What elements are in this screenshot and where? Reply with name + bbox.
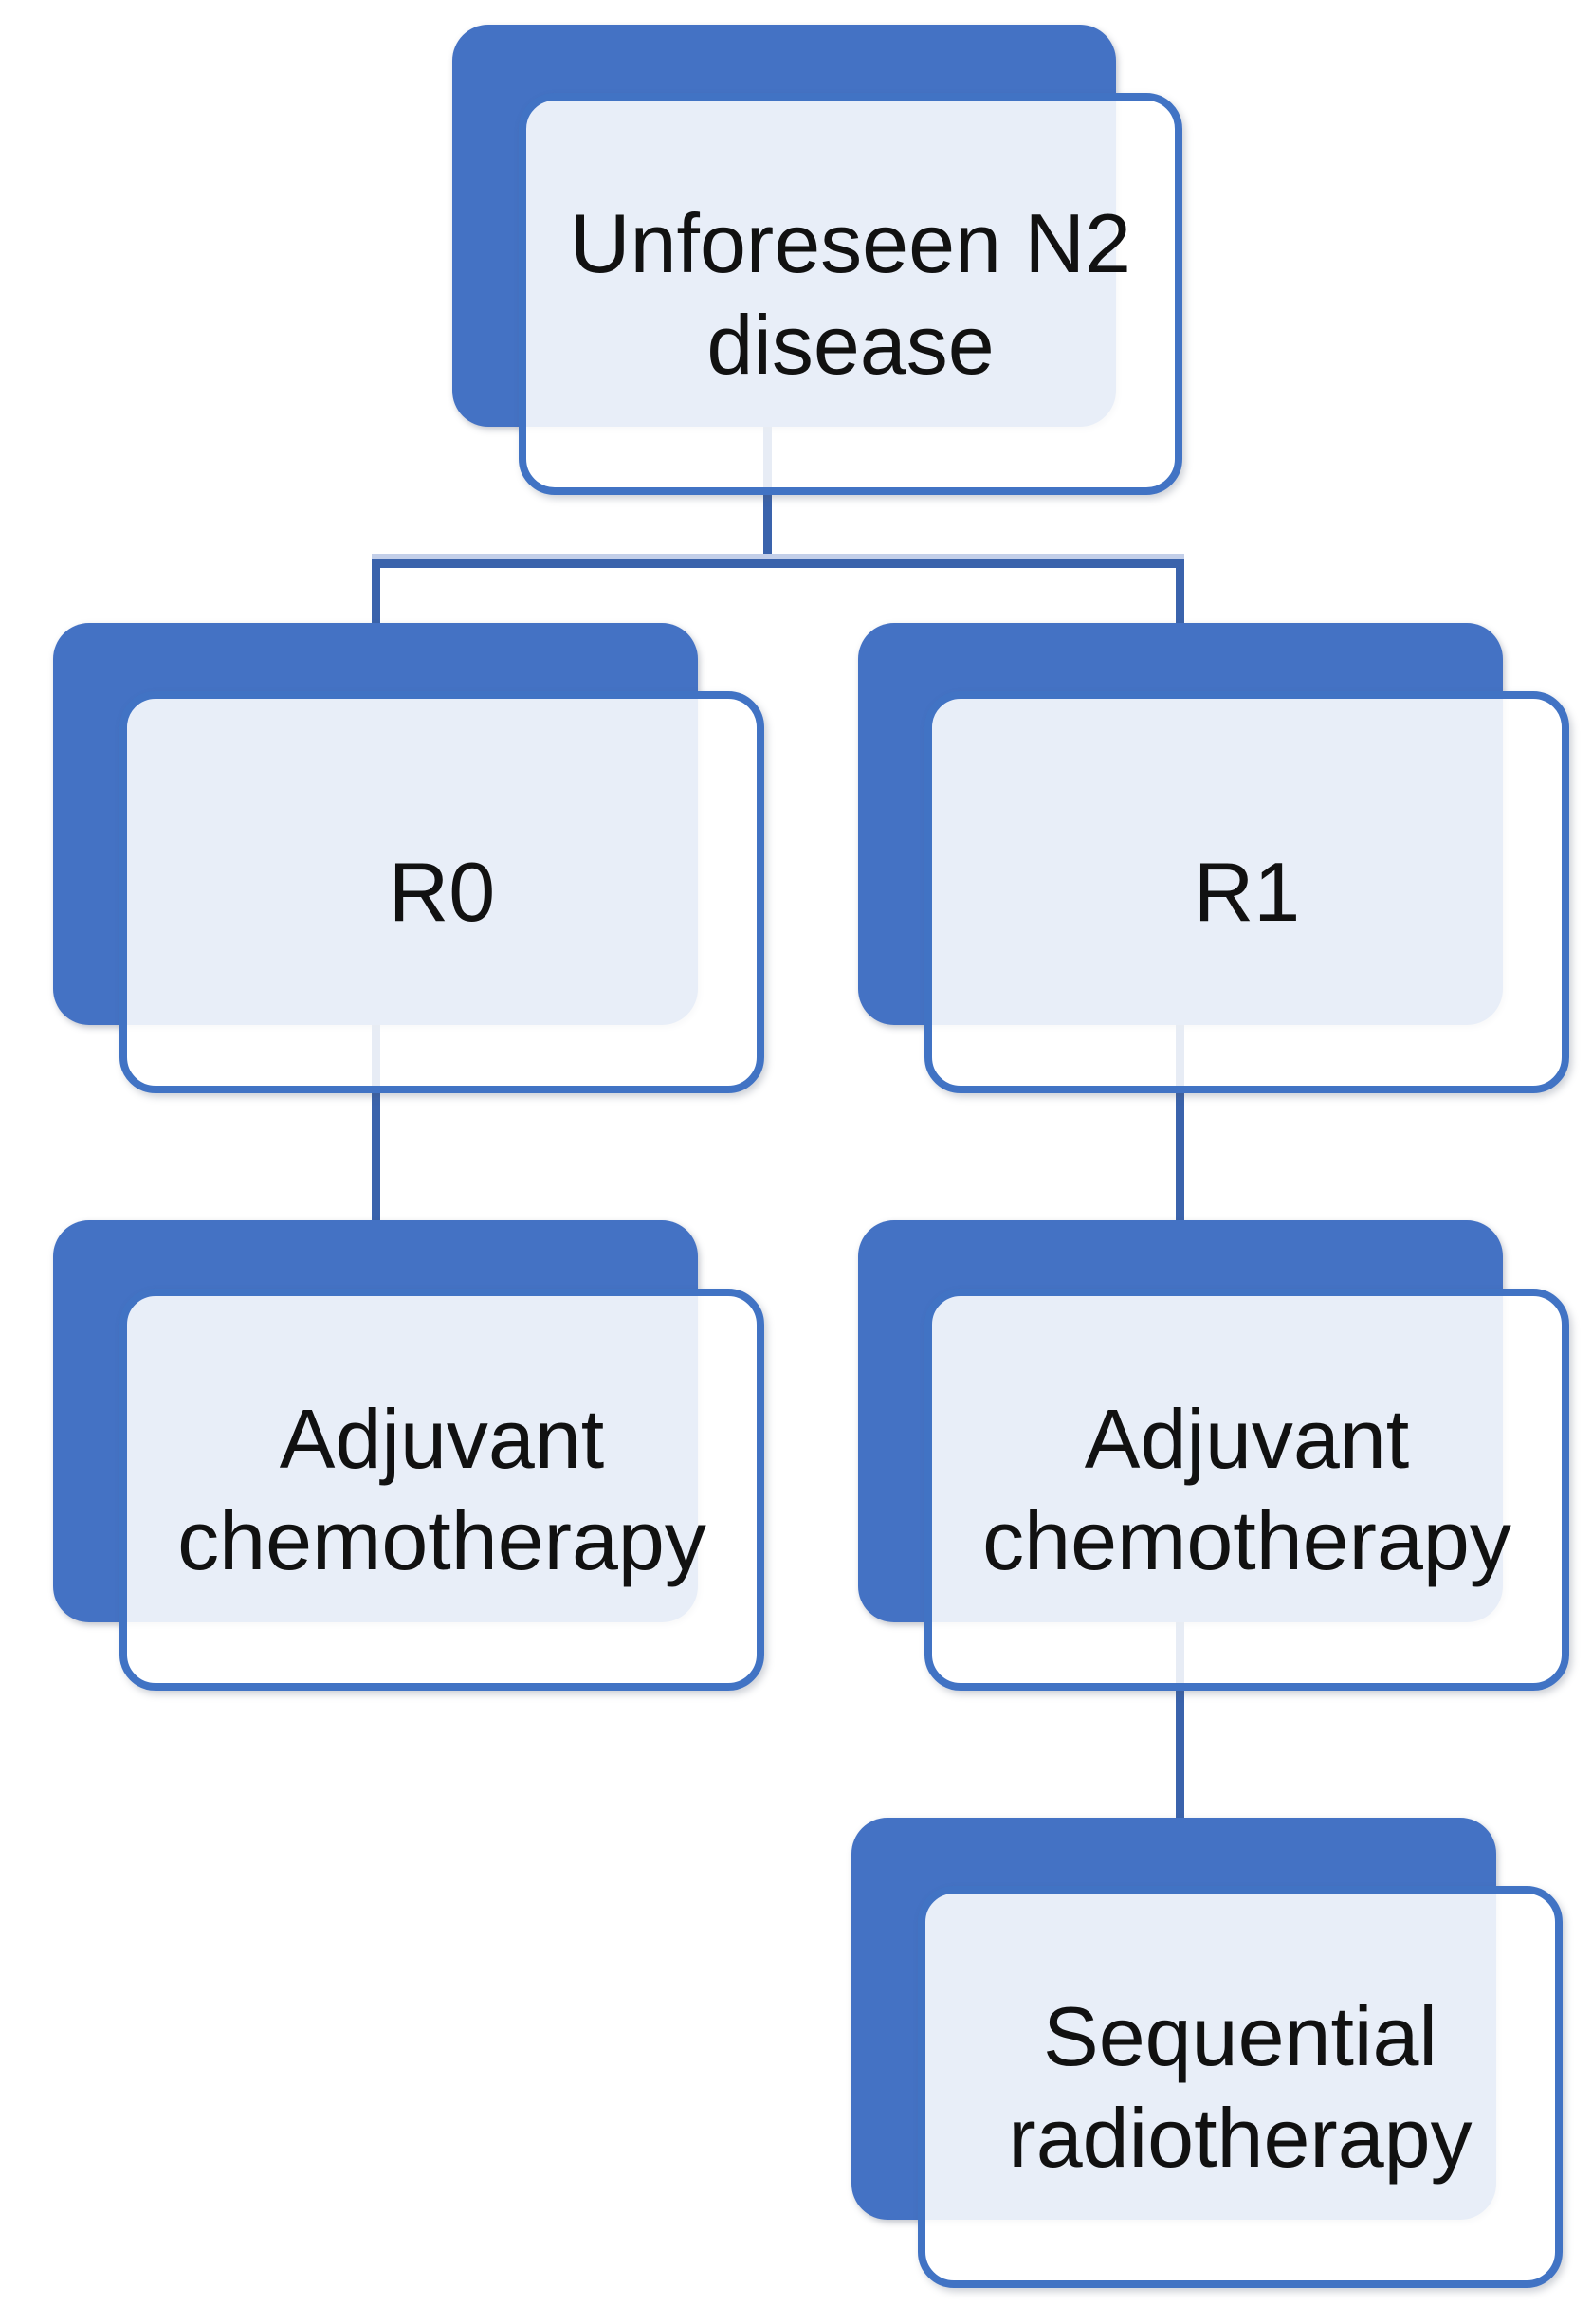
node-adjuvant-chemo-right: Adjuvant chemotherapy <box>924 1289 1569 1691</box>
node-r0: R0 <box>119 691 764 1093</box>
node-unforeseen-n2-label: Unforeseen N2 disease <box>570 195 1131 392</box>
node-r1-label: R1 <box>1193 845 1301 940</box>
connector-split-halo <box>372 554 1184 559</box>
node-adjuvant-chemo-right-label: Adjuvant chemotherapy <box>982 1391 1511 1587</box>
node-sequential-radiotherapy: Sequential radiotherapy <box>918 1886 1563 2288</box>
node-r0-label: R0 <box>388 845 496 940</box>
node-sequential-radiotherapy-label: Sequential radiotherapy <box>1008 1988 1473 2185</box>
connector-split-horizontal <box>372 559 1184 568</box>
node-adjuvant-chemo-left: Adjuvant chemotherapy <box>119 1289 764 1691</box>
node-adjuvant-chemo-left-label: Adjuvant chemotherapy <box>177 1391 706 1587</box>
node-r1: R1 <box>924 691 1569 1093</box>
node-unforeseen-n2: Unforeseen N2 disease <box>519 93 1182 495</box>
